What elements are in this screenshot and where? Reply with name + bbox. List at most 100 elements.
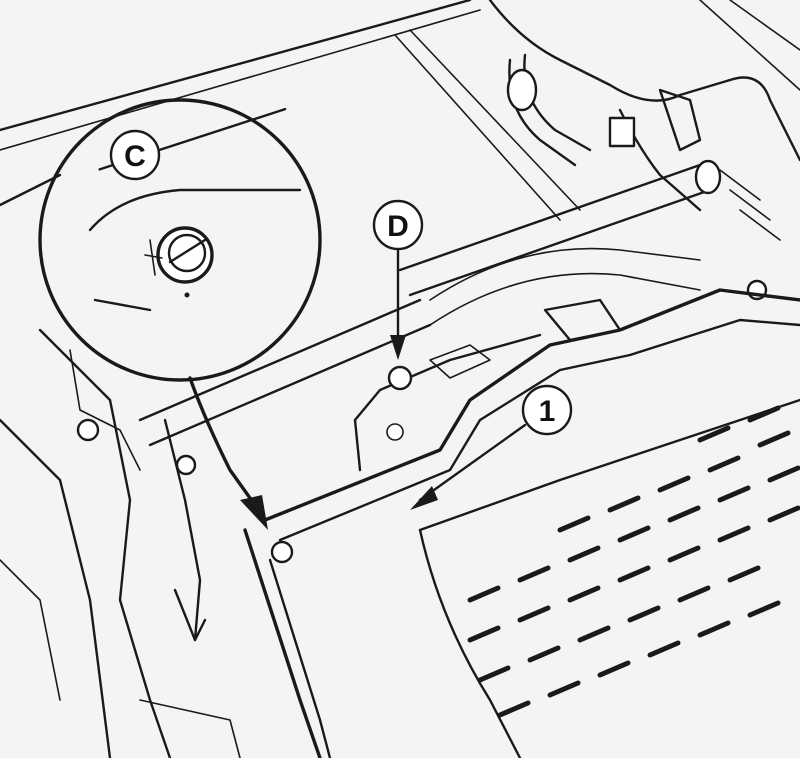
- connector-plug: [506, 68, 538, 112]
- wiring-cluster: [506, 53, 781, 241]
- pan-rib: [567, 545, 601, 563]
- pan-flange-top: [263, 288, 800, 522]
- left-bracket: [0, 328, 241, 758]
- pan-rib: [617, 525, 651, 543]
- pan-rib: [597, 660, 631, 678]
- hose-top: [429, 247, 701, 301]
- pan-rib: [657, 475, 691, 493]
- hood-edge-line: [0, 0, 472, 132]
- callout-c-leader: [188, 376, 268, 530]
- pan-bolt: [270, 540, 294, 564]
- pan-rib: [767, 465, 800, 483]
- pan-rib: [607, 495, 641, 513]
- upper-bodywork: [0, 0, 800, 221]
- detail-panel-edge: [88, 188, 302, 232]
- leader-1-line: [418, 423, 527, 502]
- bottom-rail: [139, 699, 241, 758]
- label-1-circle: [521, 384, 573, 436]
- leader-d-arrowhead: [390, 335, 406, 360]
- housing-top-edge: [353, 333, 542, 422]
- label-d: D: [387, 210, 409, 243]
- pan-flange-inner: [278, 318, 800, 542]
- pan-rib: [747, 405, 781, 423]
- leader-c-arrowhead: [240, 495, 268, 530]
- callout-c-detail: C: [38, 98, 322, 382]
- pan-rib: [517, 605, 551, 623]
- label-c-circle: [109, 129, 161, 181]
- pan-flange-left: [243, 528, 322, 758]
- pan-panel-curve: [418, 528, 522, 758]
- pipe-end-cap: [694, 159, 722, 195]
- pan-rib: [727, 565, 761, 583]
- detail-lower-edge: [93, 298, 152, 312]
- housing-bolt: [386, 423, 404, 441]
- support-arm: [163, 418, 202, 642]
- pan-rib: [717, 485, 751, 503]
- terminal-lines: [719, 169, 781, 241]
- connector-housing: [658, 88, 702, 152]
- pan-rib: [627, 605, 661, 623]
- pan-rib: [577, 625, 611, 643]
- bracket-detail: [69, 349, 141, 471]
- bracket-line: [394, 34, 561, 221]
- pan-rib: [717, 525, 751, 543]
- pan-ribs: [467, 405, 800, 718]
- label-c: C: [124, 140, 146, 173]
- pan-rib: [567, 585, 601, 603]
- housing-boss: [429, 344, 491, 379]
- left-bracket-outline: [38, 328, 172, 758]
- pan-rib: [757, 430, 791, 448]
- pan-rib: [557, 515, 591, 533]
- plug-slot: [168, 238, 207, 264]
- top-right-contour: [488, 0, 800, 162]
- plug-dot: [184, 292, 190, 298]
- pan-rib: [477, 665, 511, 683]
- callout-d: D: [372, 199, 424, 360]
- pan-rib: [667, 545, 701, 563]
- pan-rib: [667, 505, 701, 523]
- pan-rib: [697, 620, 731, 638]
- coolant-pipes: [138, 159, 722, 447]
- support-clip: [173, 588, 207, 642]
- pan-rib: [677, 585, 711, 603]
- top-right-edge-2: [729, 0, 800, 51]
- pan-rib: [497, 700, 531, 718]
- label-1: 1: [539, 395, 556, 428]
- pan-rib: [697, 425, 731, 443]
- oil-pan: [243, 288, 800, 758]
- hose-bottom: [429, 272, 701, 326]
- left-frame-line: [0, 418, 112, 758]
- housing-front-edge: [353, 418, 362, 472]
- bracket-bolt: [175, 454, 197, 476]
- bracket-line-2: [409, 29, 581, 211]
- pan-rib: [617, 565, 651, 583]
- callout-1: 1: [410, 384, 573, 510]
- pan-rib: [517, 565, 551, 583]
- magnifier-circle: [38, 98, 322, 382]
- drain-plug-d: [387, 365, 413, 391]
- pan-flange-inner-left: [268, 558, 332, 758]
- lower-pipe-top: [138, 298, 422, 422]
- pan-rib: [467, 585, 501, 603]
- fill-plug-inner: [167, 233, 207, 273]
- pan-rib: [707, 455, 741, 473]
- pan-rib: [527, 645, 561, 663]
- left-panel-line: [0, 173, 62, 207]
- bracket-hole: [76, 418, 100, 442]
- clip-block: [608, 116, 636, 148]
- leader-1-arrowhead: [410, 486, 438, 510]
- upper-pipe-top: [398, 163, 702, 272]
- plug-marks: [144, 239, 163, 276]
- pan-panel-edge: [418, 398, 800, 532]
- pan-rib: [467, 625, 501, 643]
- top-right-edge: [699, 0, 800, 91]
- leader-c-line: [188, 376, 257, 507]
- hood-edge-line-inner: [0, 9, 481, 151]
- pan-rib: [647, 640, 681, 658]
- pan-rib: [747, 600, 781, 618]
- pan-rib: [767, 505, 800, 523]
- gearbox-housing: [353, 279, 768, 472]
- lower-left-line: [0, 559, 61, 701]
